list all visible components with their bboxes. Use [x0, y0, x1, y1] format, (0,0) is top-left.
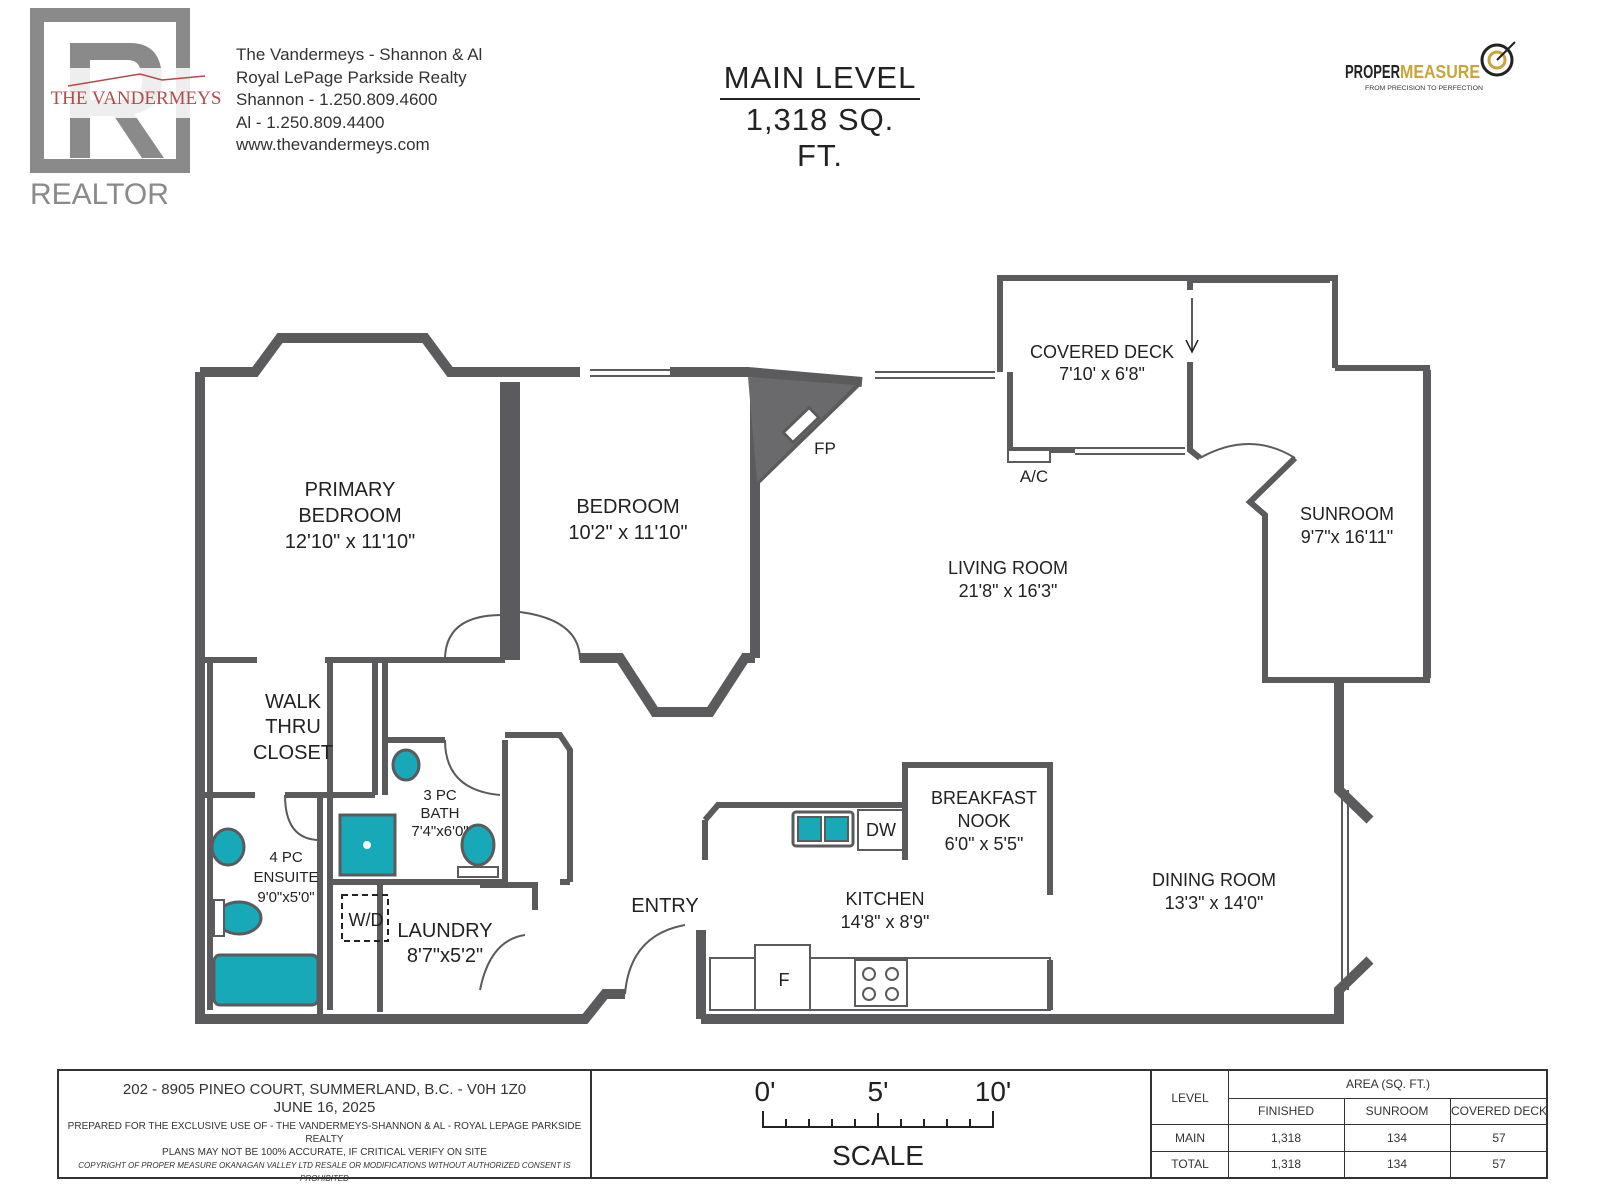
row-main-finished: 1,318: [1270, 1131, 1302, 1145]
sunroom-label: SUNROOM: [1300, 504, 1394, 524]
kitchen-label: KITCHEN: [845, 889, 924, 909]
counter-outline: [709, 957, 1051, 1011]
vandermeys-logo-text: THE VANDERMEYS: [51, 88, 222, 109]
primary-bedroom-dims: 12'10" x 11'10": [285, 531, 415, 553]
brand-tagline: FROM PRECISION TO PERFECTION: [1365, 86, 1483, 92]
scale-tick-10: 10': [975, 1076, 1012, 1107]
fridge-label: F: [779, 970, 790, 990]
bath-label-2: BATH: [421, 805, 460, 822]
agent-name: The Vandermeys - Shannon & Al: [236, 45, 483, 64]
entry-label: ENTRY: [631, 895, 698, 917]
realtor-label: REALTOR: [30, 178, 169, 211]
fireplace-label: FP: [814, 439, 836, 458]
row-total-level: TOTAL: [1171, 1157, 1209, 1171]
accuracy-note: PLANS MAY NOT BE 100% ACCURATE, IF CRITI…: [162, 1147, 487, 1158]
agent-info: The Vandermeys - Shannon & Al Royal LePa…: [236, 44, 482, 157]
bath-label-1: 3 PC: [423, 787, 457, 804]
brand-name-part2: MEASURE: [1400, 62, 1480, 82]
shower-icon: [338, 813, 397, 877]
primary-bedroom-label-2: BEDROOM: [298, 505, 401, 527]
row-total-sunroom: 134: [1386, 1157, 1408, 1171]
agent-brokerage: Royal LePage Parkside Realty: [236, 67, 467, 87]
ensuite-sink-icon: [210, 827, 246, 867]
level-title: MAIN LEVEL: [720, 60, 920, 100]
row-main-deck: 57: [1492, 1131, 1506, 1145]
living-room-label: LIVING ROOM: [948, 558, 1068, 578]
breakfast-nook-label-2: NOOK: [957, 811, 1010, 831]
fireplace-box: [781, 405, 821, 445]
agent-phone-shannon: Shannon - 1.250.809.4600: [236, 90, 438, 109]
row-total-finished: 1,318: [1270, 1157, 1302, 1171]
ensuite-label-1: 4 PC: [269, 849, 303, 866]
closet-label-3: CLOSET: [253, 742, 333, 764]
breakfast-nook-label-1: BREAKFAST: [931, 788, 1037, 808]
scale-tick-0: 0': [755, 1076, 776, 1107]
scale-label: SCALE: [832, 1140, 924, 1171]
area-table: LEVEL AREA (SQ. FT.) FINISHED SUNROOM CO…: [1152, 1071, 1548, 1177]
washer-dryer-label: W/D: [349, 910, 384, 930]
covered-deck-dims: 7'10' x 6'8": [1059, 364, 1145, 384]
agent-website[interactable]: www.thevandermeys.com: [236, 135, 430, 154]
info-table: 202 - 8905 PINEO COURT, SUMMERLAND, B.C.…: [57, 1069, 1548, 1183]
living-room-dims: 21'8" x 16'3": [959, 581, 1058, 601]
level-area: 1,318 SQ. FT.: [745, 102, 895, 173]
bath-dims: 7'4"x6'0": [411, 823, 468, 840]
plan-date: JUNE 16, 2025: [273, 1099, 376, 1116]
fridge-icon: [754, 944, 811, 1011]
col-sunroom: SUNROOM: [1365, 1104, 1429, 1118]
covered-deck-label: COVERED DECK: [1030, 342, 1174, 362]
col-finished: FINISHED: [1257, 1104, 1314, 1118]
agent-header: THE VANDERMEYS REALTOR The Vandermeys - …: [30, 8, 590, 218]
dining-room-label: DINING ROOM: [1152, 870, 1276, 890]
walls-thin: [200, 275, 1430, 1019]
bedroom-dims: 10'2" x 11'10": [568, 522, 687, 544]
laundry-label: LAUNDRY: [397, 920, 492, 942]
row-main-level: MAIN: [1175, 1131, 1205, 1145]
level-header: LEVEL: [1171, 1091, 1209, 1105]
fixtures: [210, 298, 1199, 1011]
scale-cell: 0' 5' 10' SCALE: [590, 1071, 1152, 1177]
col-covered-deck: COVERED DECK: [1450, 1104, 1548, 1118]
realtor-logo: THE VANDERMEYS REALTOR: [30, 8, 222, 211]
bathtub-icon: [212, 953, 320, 1007]
ac-unit-icon: [1007, 449, 1051, 463]
ensuite-dims: 9'0"x5'0": [257, 889, 314, 906]
sunroom-dims: 9'7"x 16'11": [1301, 527, 1393, 547]
ensuite-label-2: ENSUITE: [253, 869, 318, 886]
bath-sink-icon: [391, 748, 421, 782]
walls: [195, 333, 1374, 1024]
title-block: MAIN LEVEL 1,318 SQ. FT.: [720, 60, 920, 174]
primary-bedroom-label-1: PRIMARY: [305, 479, 396, 501]
prepared-for: PREPARED FOR THE EXCLUSIVE USE OF - THE …: [67, 1121, 582, 1145]
scale-bar: 0' 5' 10' SCALE: [755, 1076, 1012, 1171]
closet-label-2: THRU: [265, 716, 321, 738]
laundry-dims: 8'7"x5'2": [407, 945, 483, 967]
ac-label: A/C: [1020, 467, 1048, 486]
dishwasher-icon: [857, 809, 904, 851]
brand-name-part1: PROPER: [1345, 62, 1400, 82]
stove-icon: [854, 959, 908, 1007]
address-cell: 202 - 8905 PINEO COURT, SUMMERLAND, B.C.…: [59, 1071, 592, 1183]
kitchen-dims: 14'8" x 8'9": [841, 912, 930, 932]
bath-toilet-icon: [460, 823, 496, 867]
doors: [284, 443, 1296, 995]
scale-tick-5: 5': [868, 1076, 889, 1107]
windows: [282, 275, 1431, 990]
dining-room-dims: 13'3" x 14'0": [1165, 893, 1264, 913]
bedroom-label: BEDROOM: [576, 496, 679, 518]
room-labels: PRIMARY BEDROOM 12'10" x 11'10" BEDROOM …: [253, 342, 1394, 990]
copyright-note: COPYRIGHT OF PROPER MEASURE OKANAGAN VAL…: [78, 1161, 571, 1183]
row-main-sunroom: 134: [1386, 1131, 1408, 1145]
floor-plan: PRIMARY BEDROOM 12'10" x 11'10" BEDROOM …: [195, 275, 1431, 1024]
proper-measure-logo: PROPER MEASURE FROM PRECISION TO PERFECT…: [1345, 41, 1516, 92]
dishwasher-label: DW: [866, 820, 896, 840]
breakfast-nook-dims: 6'0" x 5'5": [945, 834, 1024, 854]
closet-label-1: WALK: [265, 691, 322, 713]
row-total-deck: 57: [1492, 1157, 1506, 1171]
area-header: AREA (SQ. FT.): [1345, 1077, 1430, 1091]
property-address: 202 - 8905 PINEO COURT, SUMMERLAND, B.C.…: [122, 1081, 527, 1098]
washer-dryer-icon: [341, 894, 389, 942]
agent-phone-al: Al - 1.250.809.4400: [236, 112, 385, 132]
